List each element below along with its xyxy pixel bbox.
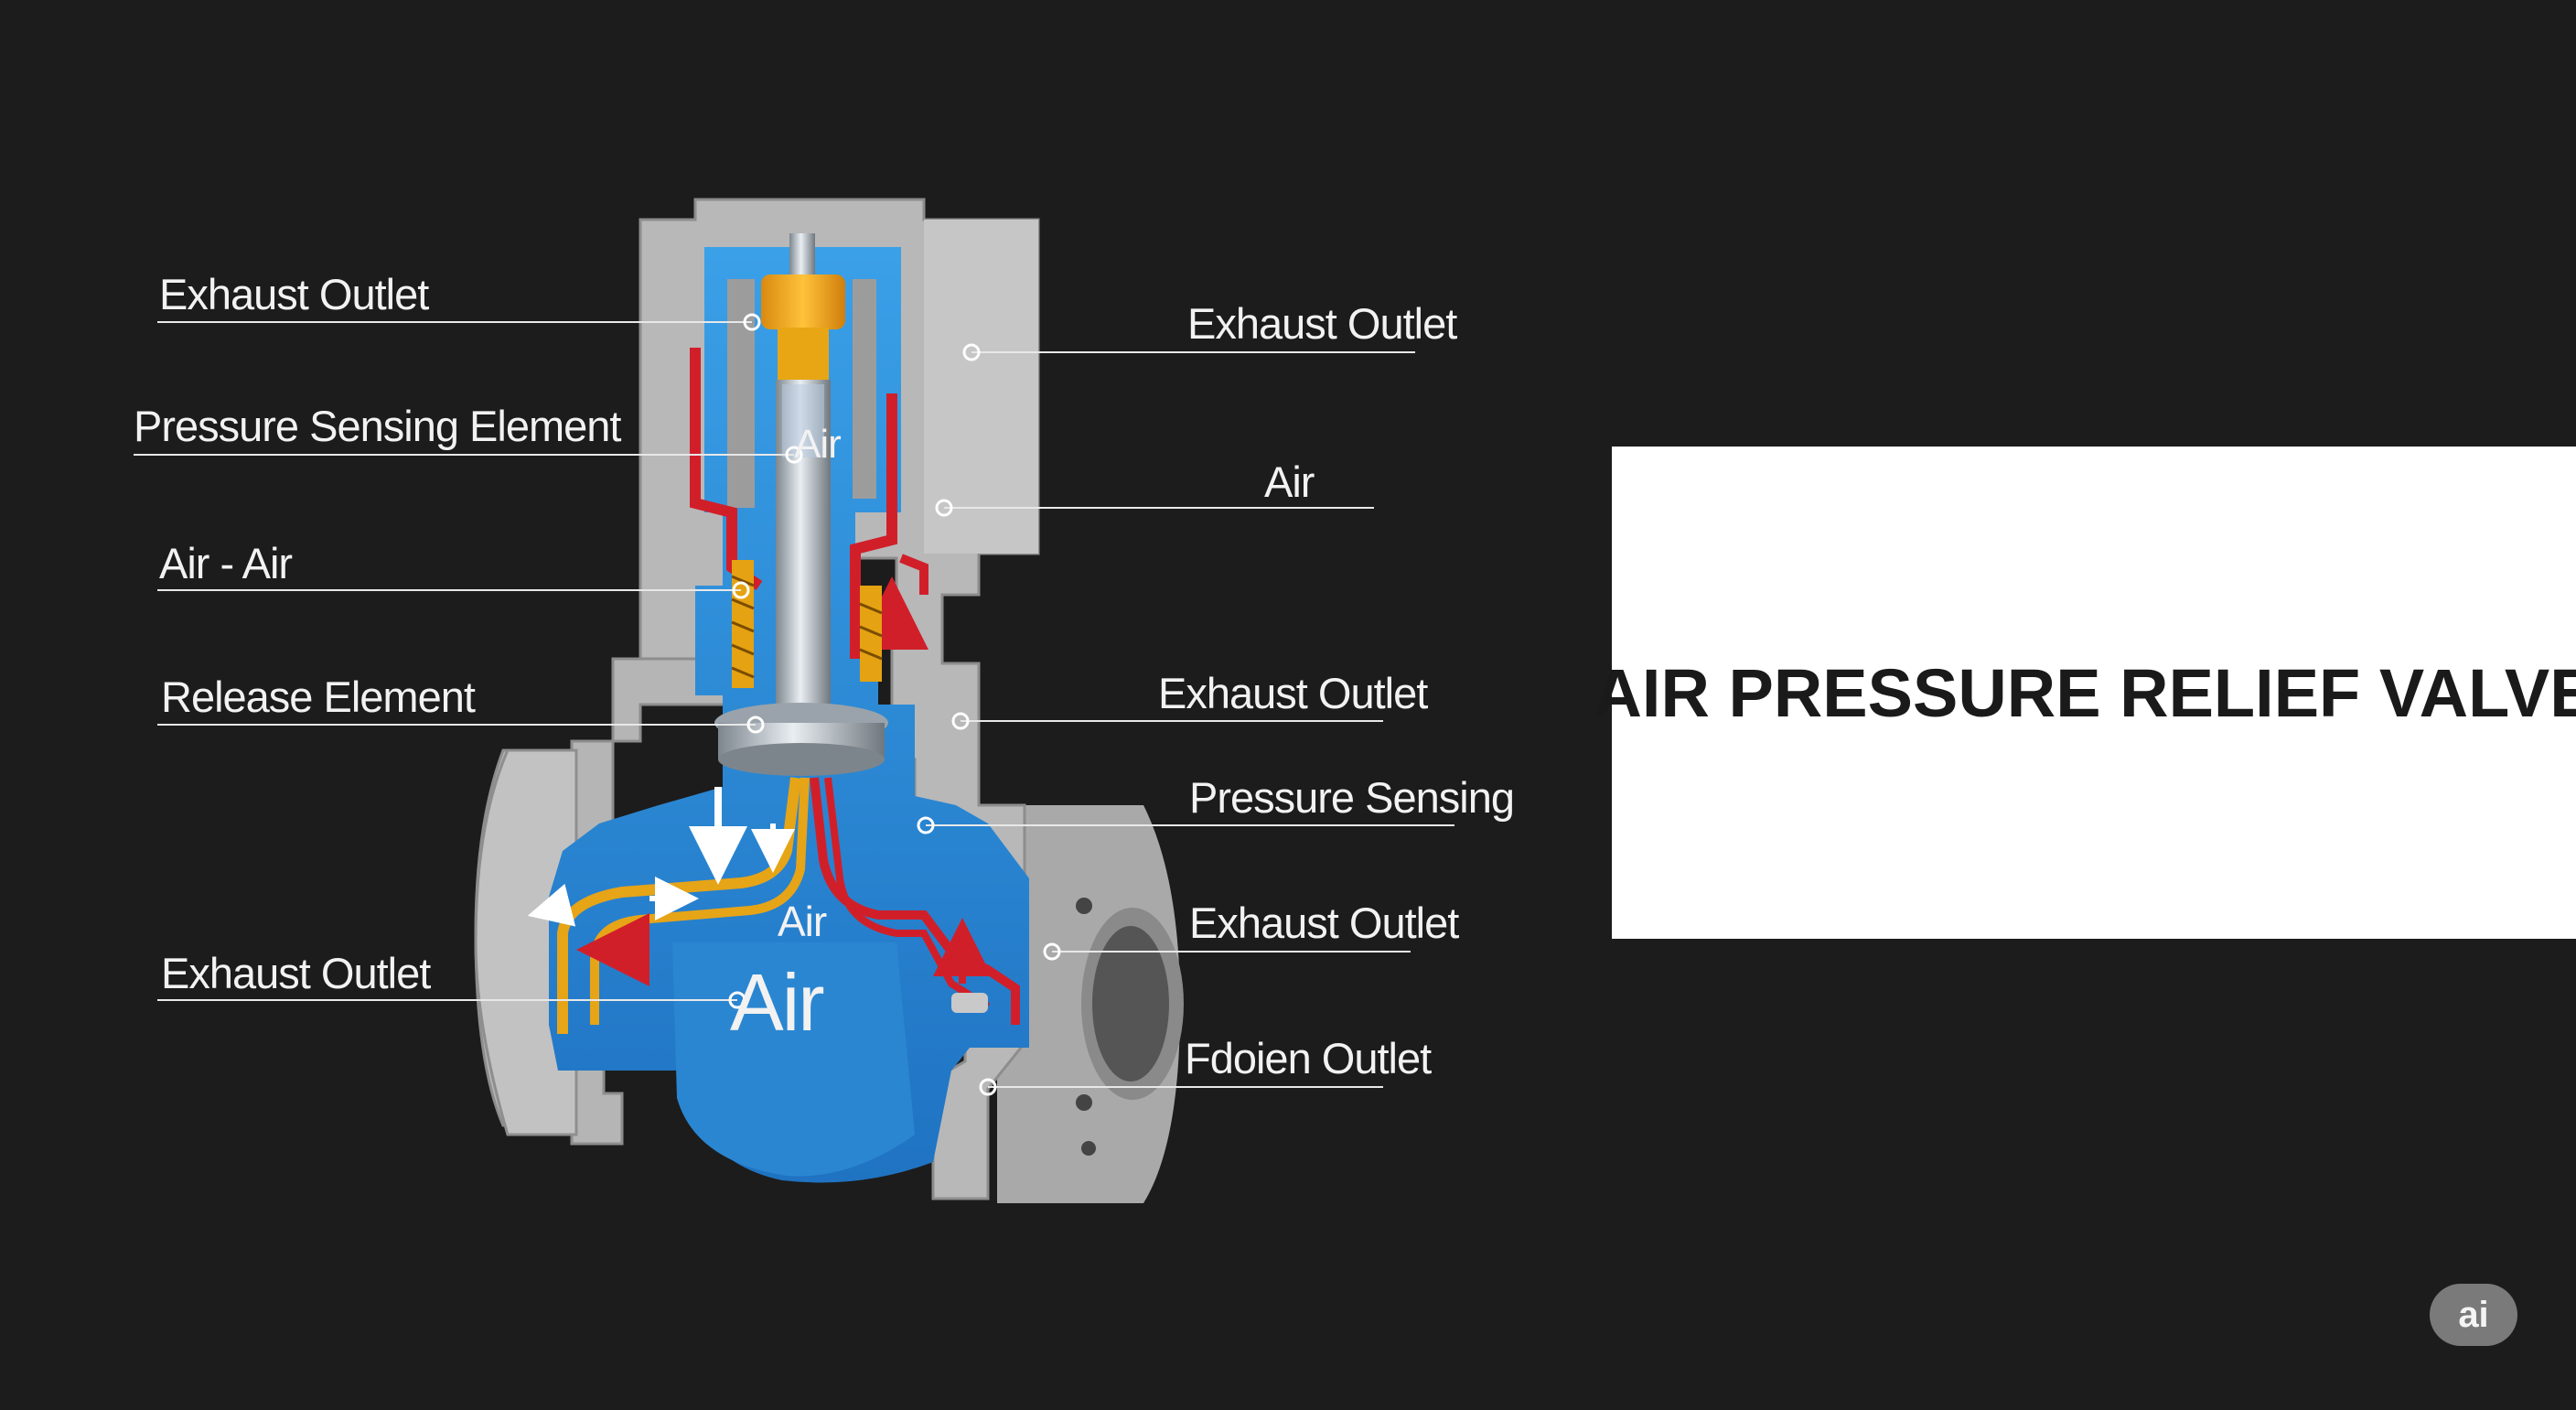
stem-assembly — [714, 233, 988, 1013]
flow-paths — [527, 348, 1020, 1034]
air-label-middle: Air — [778, 898, 827, 945]
label-fdoien-outlet: Fdoien Outlet — [1185, 1034, 1432, 1082]
label-exhaust-outlet-right-3: Exhaust Outlet — [1189, 899, 1459, 947]
valve-cutaway — [134, 198, 1454, 1203]
valve-diagram: Air Air Air Exhaust Outlet Pressure Sens… — [134, 198, 1515, 1203]
label-release-element: Release Element — [161, 673, 476, 721]
page-title: AIR PRESSURE RELIEF VALVE — [1593, 654, 2576, 731]
label-exhaust-outlet-left-2: Exhaust Outlet — [161, 949, 431, 997]
label-exhaust-outlet-left-1: Exhaust Outlet — [159, 270, 429, 318]
label-pressure-sensing-element: Pressure Sensing Element — [134, 402, 621, 450]
springs — [731, 560, 883, 688]
leader-lines — [134, 321, 1454, 1088]
label-air-right: Air — [1264, 457, 1315, 506]
air-label-upper: Air — [794, 422, 842, 467]
leader-dots — [728, 313, 1061, 1096]
right-flange — [997, 805, 1184, 1203]
label-pressure-sensing-right: Pressure Sensing — [1189, 773, 1515, 822]
label-exhaust-outlet-right-2: Exhaust Outlet — [1158, 669, 1428, 717]
label-air-air: Air - Air — [159, 539, 293, 587]
label-exhaust-outlet-right-1: Exhaust Outlet — [1187, 299, 1457, 348]
air-label-big: Air — [730, 957, 825, 1048]
ai-badge: ai — [2430, 1284, 2517, 1346]
title-panel: AIR PRESSURE RELIEF VALVE — [1593, 447, 2576, 939]
